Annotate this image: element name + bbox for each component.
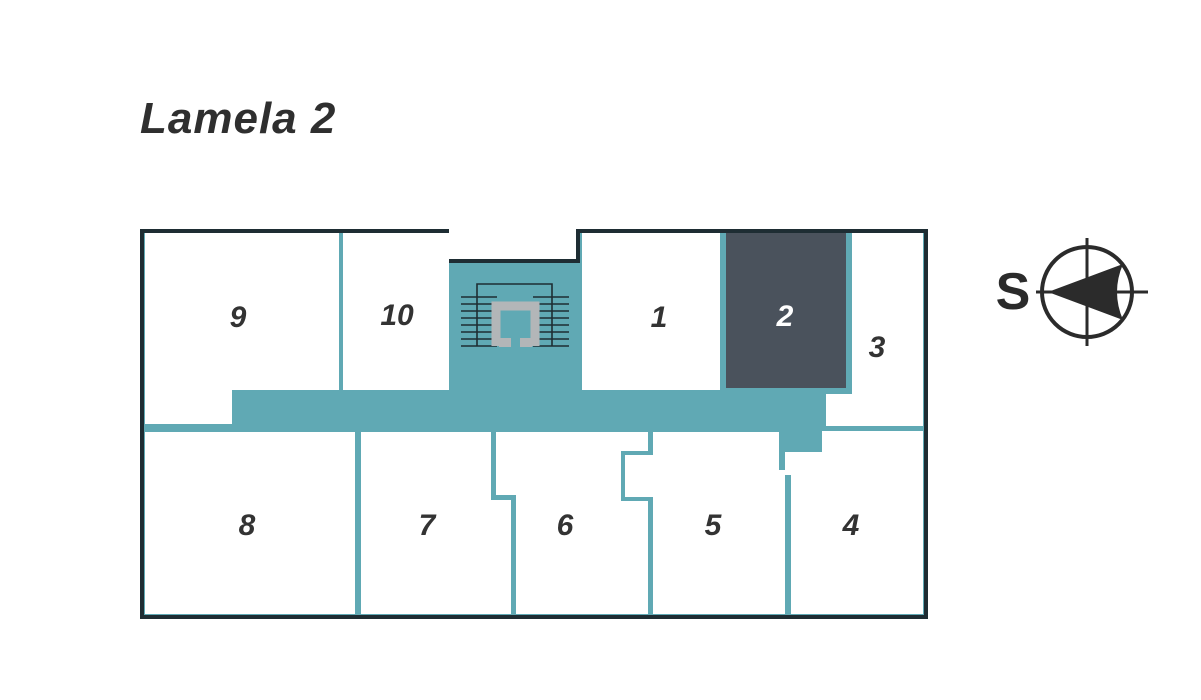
unit-1: 1: [582, 233, 720, 390]
unit-4-label: 4: [842, 509, 860, 542]
unit-6-label: 6: [557, 509, 574, 542]
stair-railing-foot: [499, 338, 511, 347]
unit-7: 7: [361, 432, 511, 614]
unit-8: 8: [145, 432, 355, 614]
unit-10-area[interactable]: [343, 233, 449, 390]
unit-8-label: 8: [239, 509, 256, 542]
compass-arrow-icon: [1048, 264, 1123, 320]
unit-7-area[interactable]: [361, 432, 511, 614]
unit-3-area[interactable]: [826, 233, 923, 426]
unit-7-label: 7: [419, 509, 437, 542]
stair-well-outline: [476, 283, 553, 346]
compass-circle: [1040, 245, 1134, 339]
staircase-icon: [461, 283, 569, 347]
unit-2-area-highlighted[interactable]: [726, 233, 846, 388]
compass-south-label: S: [996, 263, 1031, 321]
unit-9-label: 9: [230, 301, 247, 334]
unit-5-area[interactable]: [625, 432, 785, 614]
unit-4-area[interactable]: [785, 431, 923, 614]
unit-1-area[interactable]: [582, 233, 720, 390]
unit-9-area[interactable]: [145, 233, 339, 424]
unit-8-area[interactable]: [145, 432, 355, 614]
unit-3-label: 3: [869, 331, 886, 364]
stair-railing-foot: [520, 338, 532, 347]
unit-5: 5: [625, 432, 785, 614]
unit-2-label: 2: [776, 300, 794, 333]
stair-railing: [491, 301, 540, 346]
unit-4: 4: [785, 431, 923, 614]
unit-10: 10: [343, 233, 449, 390]
unit-6-area[interactable]: [496, 432, 648, 614]
unit-5-label: 5: [705, 509, 723, 542]
unit-10-label: 10: [380, 299, 414, 332]
unit-2: 2: [726, 233, 846, 388]
compass: S: [996, 238, 1148, 346]
unit-6: 6: [496, 432, 648, 614]
unit-1-label: 1: [651, 301, 668, 334]
plan-title: Lamela 2: [140, 94, 337, 143]
unit-9: 9: [145, 233, 339, 424]
unit-3: 3: [826, 233, 923, 426]
